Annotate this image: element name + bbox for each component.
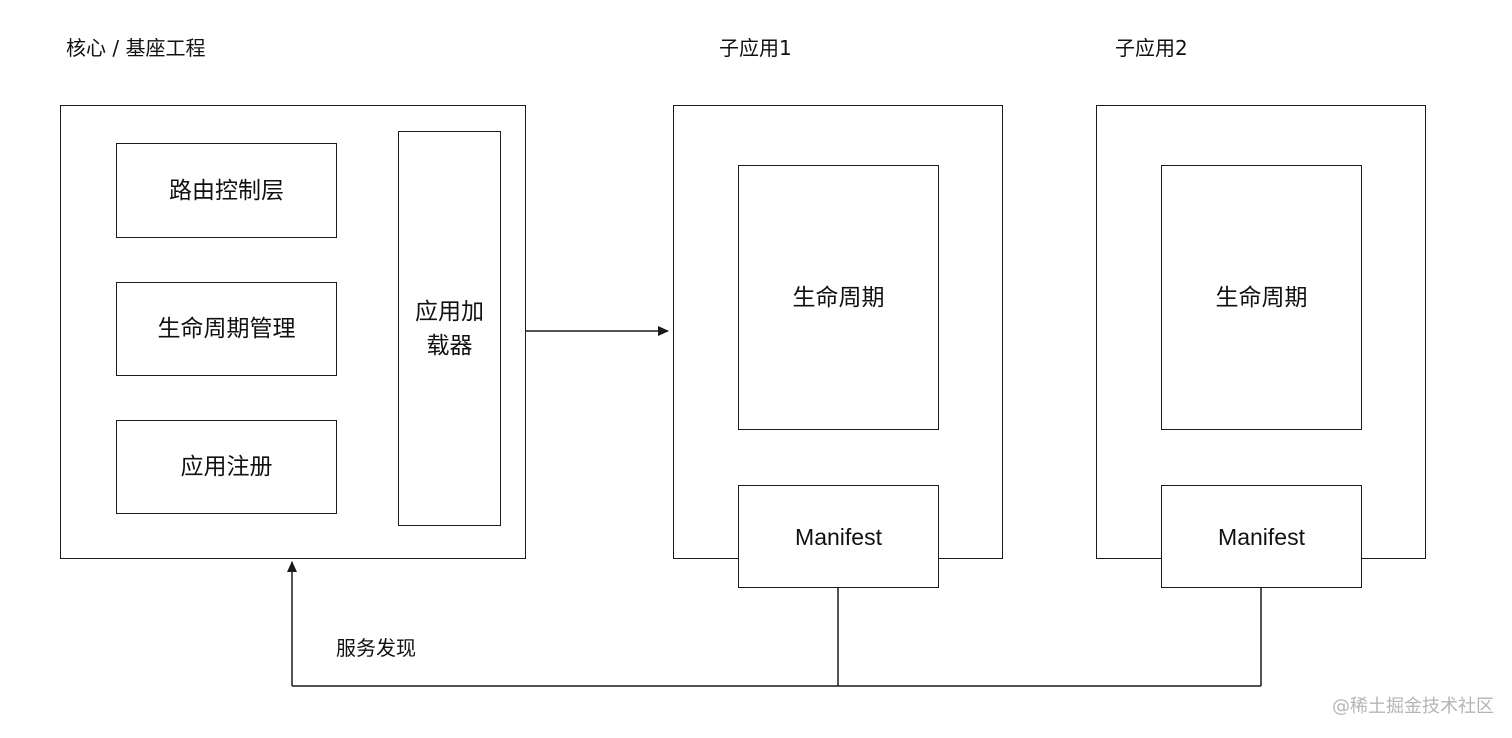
lifecycle-management-label: 生命周期管理 bbox=[157, 316, 296, 342]
app-registration-label: 应用注册 bbox=[180, 454, 273, 480]
app-loader-label: 应用加 载器 bbox=[399, 132, 500, 525]
core-title: 核心 / 基座工程 bbox=[66, 36, 206, 60]
routing-control-layer-box: 路由控制层 bbox=[116, 143, 337, 238]
app-loader-box: 应用加 载器 bbox=[398, 131, 501, 526]
app-loader-label-line-1: 应用加 bbox=[415, 298, 484, 325]
subapp-2-lifecycle-box: 生命周期 bbox=[1161, 165, 1362, 430]
subapp-2-manifest-label: Manifest bbox=[1218, 523, 1305, 550]
subapp-1-manifest-label: Manifest bbox=[795, 523, 882, 550]
app-loader-label-line-2: 载器 bbox=[426, 332, 473, 359]
watermark: @稀土掘金技术社区 bbox=[1332, 696, 1494, 717]
lifecycle-management-box: 生命周期管理 bbox=[116, 282, 337, 376]
subapp-2-lifecycle-label: 生命周期 bbox=[1215, 284, 1308, 311]
subapp-1-manifest-box: Manifest bbox=[738, 485, 939, 588]
subapp-2-manifest-box: Manifest bbox=[1161, 485, 1362, 588]
app-registration-box: 应用注册 bbox=[116, 420, 337, 514]
subapp-1-lifecycle-box: 生命周期 bbox=[738, 165, 939, 430]
service-discovery-label: 服务发现 bbox=[336, 636, 416, 660]
routing-control-layer-label: 路由控制层 bbox=[169, 177, 284, 204]
subapp-2-title: 子应用2 bbox=[1115, 36, 1188, 60]
subapp-1-title: 子应用1 bbox=[719, 36, 792, 60]
subapp-1-lifecycle-label: 生命周期 bbox=[792, 284, 885, 311]
